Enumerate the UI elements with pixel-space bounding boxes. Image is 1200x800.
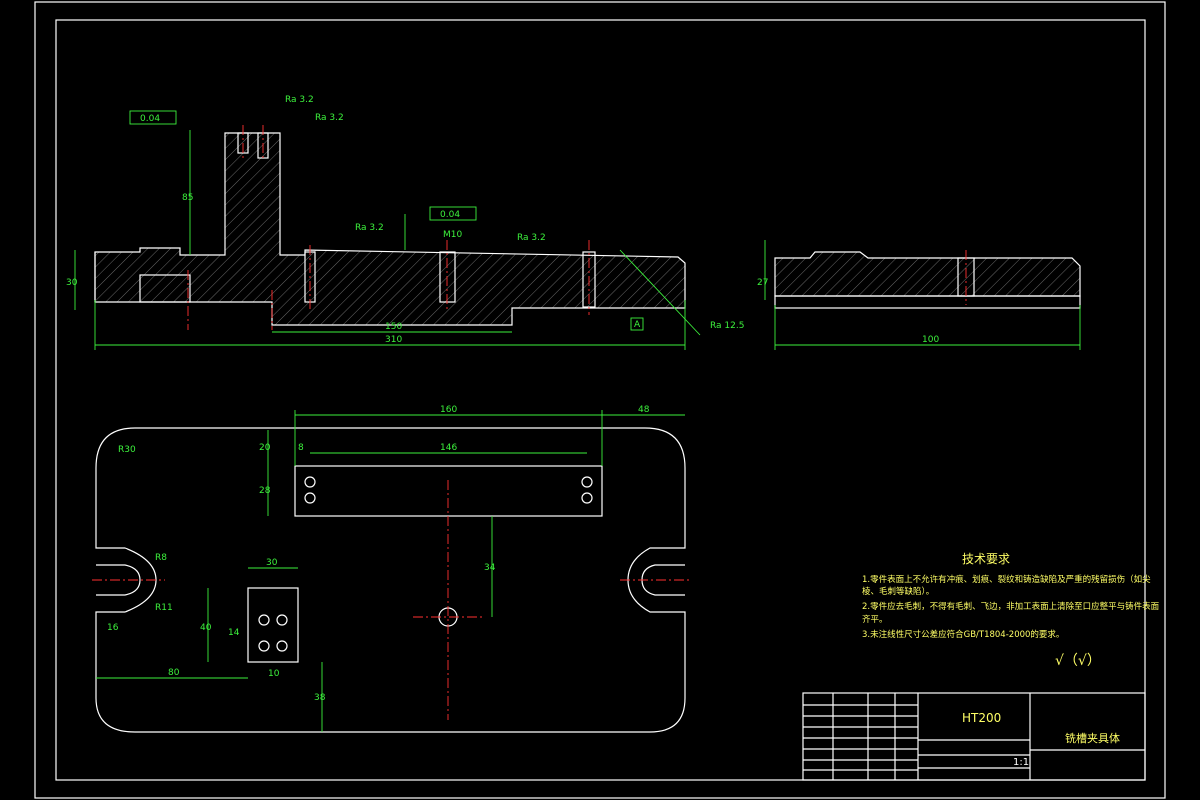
radius-r30: R30 [118,445,136,455]
dim-left-16: 16 [107,623,119,633]
drawing-name: 铣槽夹具体 [1065,731,1120,745]
roughness-2: Ra 3.2 [315,113,344,123]
notes-line-2b: 齐平。 [862,614,888,625]
inner-frame [55,19,1146,781]
front-section-view: 310 150 30 85 0.04 0.04 Ra 3.2 Ra 3.2 Ra… [66,95,744,350]
dim-bottom-38: 38 [314,693,326,703]
dim-hole-span: 146 [440,443,457,453]
radius-r11: R11 [155,603,173,613]
dim-total-length: 310 [385,335,402,345]
roughness-1: Ra 3.2 [285,95,314,105]
dim-pad-30: 30 [266,558,278,568]
side-view: 100 27 [757,240,1081,350]
scale-value: 1:1 [1013,757,1029,768]
title-block: HT200 铣槽夹具体 1:1 [802,692,1146,781]
dim-pad-14: 14 [228,628,240,638]
notes-line-1: 1.零件表面上不允许有冲痕、划痕、裂纹和铸造缺陷及严重的残留损伤（如尖 [862,574,1151,585]
dim-height: 30 [66,278,78,288]
roughness-3: Ra 3.2 [355,223,384,233]
notes-line-2: 2.零件应去毛刺，不得有毛刺、飞边，非加工表面上清除至口应整平与铸件表面 [862,601,1160,612]
dim-pad-40: 40 [200,623,212,633]
dim-left-80: 80 [168,668,180,678]
technical-notes: 技术要求 1.零件表面上不允许有冲痕、划痕、裂纹和铸造缺陷及严重的残留损伤（如尖… [862,552,1160,669]
dim-inner-length: 150 [385,322,402,332]
dim-28: 28 [259,486,271,496]
notes-line-3: 3.未注线性尺寸公差应符合GB/T1804-2000的要求。 [862,629,1064,640]
flatness-label-2: 0.04 [140,114,160,124]
radius-r8: R8 [155,553,167,563]
dim-20: 20 [259,443,271,453]
dim-vert-offset: 34 [484,563,496,573]
datum-label: A [634,320,641,330]
material-label: HT200 [962,711,1001,725]
dim-slot-right: 48 [638,405,650,415]
dim-post-height: 85 [182,193,193,203]
roughness-4: Ra 3.2 [517,233,546,243]
dim-slot-width: 160 [440,405,457,415]
dim-hole-offset: 8 [298,443,304,453]
dim-side-length: 100 [922,335,939,345]
outer-frame [34,1,1166,799]
dim-side-height: 27 [757,278,768,288]
notes-line-1b: 棱、毛刺等缺陷）。 [862,586,934,597]
surface-symbol: √（√） [1055,653,1101,669]
plan-view: 160 48 146 8 34 R30 R8 R11 16 80 30 40 1… [92,405,690,733]
roughness-5: Ra 12.5 [710,321,744,331]
flatness-label-1: 0.04 [440,210,460,220]
hole-callout: M10 [443,230,462,240]
dim-pad-10: 10 [268,669,280,679]
notes-title: 技术要求 [962,552,1010,566]
